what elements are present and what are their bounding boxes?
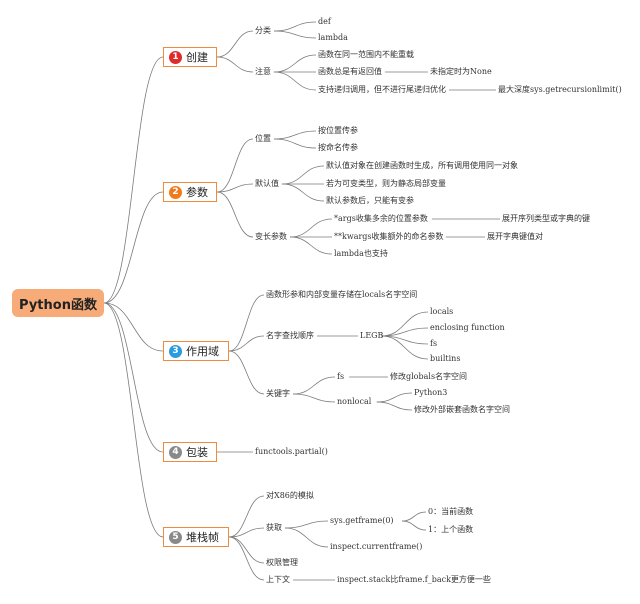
detail-node[interactable]: sys.getframe(0) <box>330 516 394 525</box>
detail-node[interactable]: fs <box>430 339 438 348</box>
topic-node[interactable]: 位置 <box>255 134 271 143</box>
branch-label: 作用域 <box>186 345 219 358</box>
topic-node[interactable]: 获取 <box>266 523 282 532</box>
connector-d4 <box>401 511 427 522</box>
branch-node[interactable]: 3 作用域 <box>163 341 229 361</box>
detail-node[interactable]: 0：当前函数 <box>428 507 474 516</box>
topic-node[interactable]: 名字查找顺序 <box>266 331 314 340</box>
connector-d2 <box>228 294 265 352</box>
connector-d3 <box>273 130 317 140</box>
detail-node[interactable]: 1：上个函数 <box>428 525 474 534</box>
topic-node[interactable]: 函数形参和内部变量存储在locals名字空间 <box>266 290 418 299</box>
topic-node[interactable]: 对X86的模拟 <box>266 491 314 500</box>
branch-label: 参数 <box>186 186 208 199</box>
detail-node[interactable]: inspect.currentframe() <box>330 542 423 551</box>
detail-node[interactable]: 最大深度sys.getrecursionlimit() <box>498 85 622 94</box>
branch-node[interactable]: 4 包装 <box>163 442 217 462</box>
detail-node[interactable]: **kwargs收集额外的命名参数 <box>334 232 444 241</box>
connector-d3 <box>273 138 317 149</box>
detail-node[interactable]: builtins <box>430 354 461 363</box>
detail-node[interactable]: 函数在同一范围内不能重载 <box>318 50 414 59</box>
branch-label: 创建 <box>186 51 208 64</box>
connector-d2 <box>216 30 254 58</box>
connector-d2 <box>228 495 265 538</box>
detail-node[interactable]: 按位置传参 <box>318 126 358 135</box>
connector-d3 <box>273 71 317 91</box>
topic-node[interactable]: 默认值 <box>255 179 279 188</box>
connector-d2 <box>228 335 265 352</box>
connector-d4 <box>376 401 413 411</box>
branch-label: 包装 <box>186 446 208 459</box>
topic-node[interactable]: 注意 <box>255 67 271 76</box>
detail-node[interactable]: locals <box>430 307 454 316</box>
topic-node[interactable]: 权限管理 <box>266 558 298 567</box>
detail-node[interactable]: 函数总是有返回值 <box>318 67 382 76</box>
connector-d3 <box>281 183 325 202</box>
detail-node[interactable]: 展开序列类型或字典的键 <box>502 214 590 223</box>
connector-d3 <box>284 527 329 548</box>
connector-d4 <box>381 335 429 360</box>
branch-number-badge: 3 <box>169 344 182 358</box>
connector-d3 <box>289 236 333 255</box>
connector-d2 <box>216 56 254 73</box>
connector-d2 <box>216 183 254 193</box>
connector-d3 <box>273 21 317 32</box>
branch-node[interactable]: 5 堆栈帧 <box>163 527 229 547</box>
detail-node[interactable]: Python3 <box>414 388 448 397</box>
connector-root-branch <box>103 302 164 453</box>
connector-d4 <box>381 311 429 337</box>
branch-number-badge: 4 <box>169 445 182 459</box>
connector-d2 <box>228 536 265 581</box>
branch-node[interactable]: 1 创建 <box>163 47 217 67</box>
connector-root-branch <box>103 191 164 304</box>
detail-node[interactable]: 默认值对象在创建函数时生成，所有调用使用同一对象 <box>326 161 518 170</box>
connector-d2 <box>228 527 265 538</box>
connector-root-branch <box>103 302 164 538</box>
connector-d3 <box>281 165 325 185</box>
connector-d4 <box>381 327 429 337</box>
connector-d4 <box>376 392 413 403</box>
detail-node[interactable]: inspect.stack比frame.f_back更方便一些 <box>337 575 491 584</box>
connector-root-branch <box>103 302 164 352</box>
detail-node[interactable]: 修改globals名字空间 <box>390 372 468 381</box>
connector-d3 <box>292 376 336 395</box>
connector-root-branch <box>103 56 164 304</box>
detail-node[interactable]: 支持递归调用，但不进行尾递归优化 <box>318 85 446 94</box>
detail-node[interactable]: 默认参数后，只能有变参 <box>326 196 414 205</box>
connector-d3 <box>284 520 329 529</box>
topic-node[interactable]: 关键字 <box>266 389 290 398</box>
branch-number-badge: 1 <box>169 50 182 64</box>
connector-d2 <box>216 191 254 238</box>
topic-node[interactable]: 分类 <box>255 26 271 35</box>
detail-node[interactable]: 展开字典键值对 <box>487 232 543 241</box>
root-node[interactable]: Python函数 <box>12 289 104 317</box>
topic-node[interactable]: 上下文 <box>266 575 290 584</box>
detail-node[interactable]: lambda <box>318 33 348 42</box>
detail-node[interactable]: 修改外部嵌套函数名字空间 <box>414 405 510 414</box>
branch-label: 堆栈帧 <box>186 531 219 544</box>
detail-node[interactable]: *args收集多余的位置参数 <box>334 214 428 223</box>
branch-number-badge: 2 <box>169 185 182 199</box>
detail-node[interactable]: 若为可变类型，则为静态局部变量 <box>326 179 446 188</box>
detail-node[interactable]: fs <box>337 372 345 381</box>
detail-node[interactable]: LEGB <box>360 331 384 340</box>
branch-number-badge: 5 <box>169 530 182 544</box>
connector-d4 <box>401 520 427 531</box>
connector-d2 <box>228 350 265 395</box>
topic-node[interactable]: 变长参数 <box>255 232 287 241</box>
detail-node[interactable]: nonlocal <box>337 397 372 406</box>
connector-d3 <box>273 54 317 73</box>
connector-d2 <box>216 138 254 193</box>
detail-node[interactable]: def <box>318 17 331 26</box>
topic-node[interactable]: functools.partial() <box>255 447 328 456</box>
detail-node[interactable]: 未指定时为None <box>430 67 492 76</box>
detail-node[interactable]: 按命名传参 <box>318 143 358 152</box>
detail-node[interactable]: enclosing function <box>430 323 505 332</box>
detail-node[interactable]: lambda也支持 <box>334 249 388 258</box>
branch-node[interactable]: 2 参数 <box>163 182 217 202</box>
connector-d3 <box>292 393 336 403</box>
connector-d3 <box>273 30 317 39</box>
connector-d3 <box>289 218 333 238</box>
